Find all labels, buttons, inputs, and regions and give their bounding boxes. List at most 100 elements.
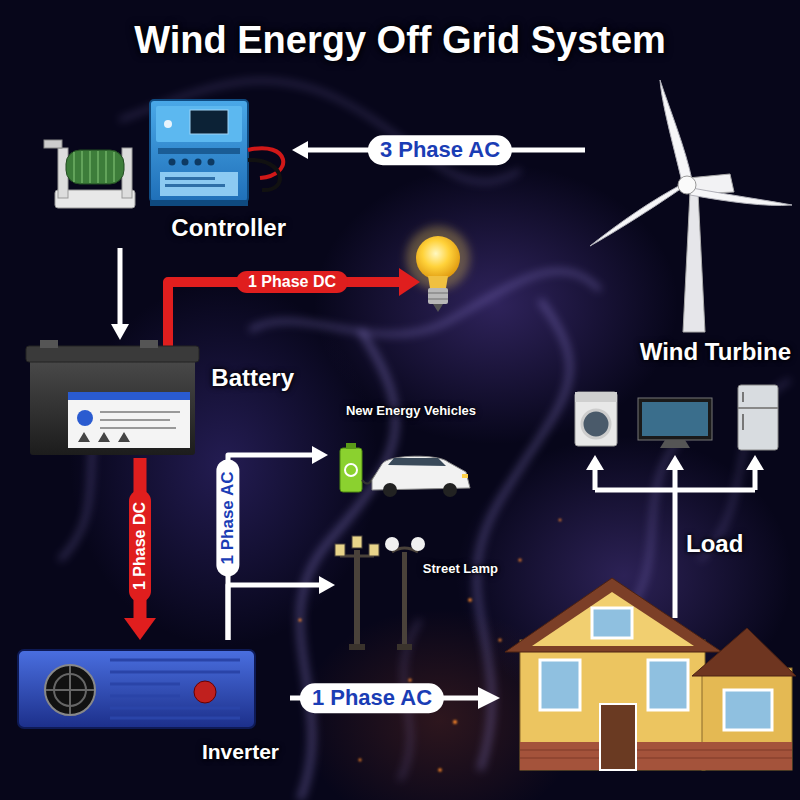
- controller-unit: [160, 172, 238, 196]
- inverter-unit: [45, 665, 95, 715]
- ev-icon: [443, 483, 457, 497]
- controller-unit: [190, 110, 228, 134]
- light-bulb: [428, 276, 448, 288]
- washing-machine: [575, 392, 617, 402]
- ev-icon: [345, 464, 357, 476]
- inverter-unit: [194, 681, 216, 703]
- arrowhead: [292, 141, 308, 159]
- house: [540, 660, 580, 710]
- ev-icon: [462, 474, 468, 478]
- battery-unit: [78, 432, 130, 442]
- light-bulb: [406, 226, 470, 312]
- connector-line: [228, 455, 313, 640]
- inverter-unit: [18, 650, 255, 728]
- battery-unit: [68, 392, 190, 400]
- arrowhead: [124, 618, 156, 640]
- load-label: Load: [686, 530, 743, 559]
- controller-unit: [165, 184, 225, 187]
- ev-icon: [346, 443, 356, 449]
- smoke: [300, 330, 396, 800]
- sparks: [559, 519, 562, 522]
- load-arrowheads: [666, 455, 684, 470]
- washing-machine: [575, 392, 617, 446]
- connector: [111, 248, 129, 340]
- wind-turbine: [683, 192, 705, 332]
- connector-line: [228, 585, 320, 640]
- house: [724, 690, 772, 730]
- washing-machine: [575, 392, 617, 446]
- node-label: Wind Turbine: [640, 338, 791, 366]
- resistor: [74, 151, 114, 183]
- arrowhead: [111, 324, 129, 340]
- street-lamp: [354, 550, 360, 650]
- street-lamp: [402, 552, 407, 650]
- inverter-unit: [110, 660, 240, 718]
- node-label: Battery: [211, 364, 294, 392]
- battery-unit: [26, 346, 199, 362]
- street-lamp: [335, 536, 425, 650]
- battery-unit: [140, 340, 158, 348]
- battery-node: Battery: [25, 340, 300, 458]
- sparks: [519, 559, 522, 562]
- controller-unit: [150, 200, 248, 206]
- sparks: [499, 639, 502, 642]
- connector-line: [118, 248, 123, 325]
- cable: [248, 148, 283, 190]
- street-lamp: [349, 644, 365, 650]
- battery-unit: [40, 340, 58, 348]
- cable: [248, 160, 280, 190]
- street-lamp: [385, 537, 399, 551]
- controller-unit: [156, 106, 242, 142]
- television: [638, 398, 712, 448]
- washing-machine: [582, 410, 610, 438]
- controller-unit: [208, 159, 215, 166]
- sparks: [408, 678, 411, 681]
- television: [642, 402, 708, 436]
- refrigerator: [742, 392, 744, 430]
- edge-label: 1 Phase AC: [216, 460, 239, 577]
- wind-turbine: [590, 80, 792, 332]
- television: [638, 398, 712, 440]
- resistor: [66, 150, 124, 184]
- house: [600, 704, 636, 770]
- sparks: [299, 619, 302, 622]
- sparks: [468, 598, 472, 602]
- ac-wire: [478, 687, 500, 709]
- controller-unit: [150, 100, 248, 202]
- wire-label: 1 Phase DC: [236, 271, 348, 293]
- house: [520, 742, 792, 770]
- battery-unit: [26, 340, 199, 455]
- light-bulb: [416, 236, 460, 280]
- node-label: Street Lamp: [423, 562, 498, 577]
- controller-unit: [164, 120, 172, 128]
- diagram-title: Wind Energy Off Grid System: [0, 18, 800, 64]
- house: [505, 578, 796, 770]
- refrigerator: [738, 385, 778, 450]
- battery-unit: [100, 412, 180, 428]
- connector: [228, 446, 328, 640]
- house: [592, 608, 632, 638]
- battery-unit: [77, 410, 93, 426]
- controller-unit: [158, 148, 240, 154]
- house: [520, 750, 792, 758]
- load-wires: [595, 468, 755, 618]
- light-bulb: [428, 288, 448, 304]
- wind-turbine: [590, 182, 686, 246]
- light-bulb: [428, 293, 448, 299]
- load-arrowheads: [586, 455, 604, 470]
- controller-unit: [165, 177, 215, 180]
- battery-unit: [68, 392, 190, 448]
- load-wires: [595, 468, 755, 618]
- street-lamp-node: Street Lamp: [335, 520, 502, 652]
- vehicle-node: New Energy Vehicles: [328, 401, 494, 501]
- wind-turbine: [660, 80, 692, 182]
- node-label: Inverter: [202, 740, 279, 764]
- ev-icon: [383, 483, 397, 497]
- dc-wire: [168, 268, 420, 352]
- street-lamp: [397, 644, 412, 650]
- refrigerator: [738, 407, 778, 409]
- inverter-unit: [18, 650, 255, 728]
- controller-unit: [195, 159, 202, 166]
- load-arrowheads: [586, 455, 764, 470]
